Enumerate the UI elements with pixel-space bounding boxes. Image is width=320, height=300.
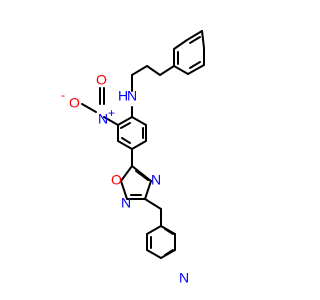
nitro-oxygen-left-charge: - bbox=[61, 88, 65, 102]
bond bbox=[173, 39, 188, 50]
amine-hydrogen-label: H bbox=[118, 88, 128, 104]
nitro-oxygen-bottom-label: O bbox=[96, 72, 107, 88]
pyridine-nitrogen-label: N bbox=[179, 270, 189, 286]
nitro-nitrogen-charge: + bbox=[108, 106, 115, 120]
oxadiazole-nitrogen-left-label: N bbox=[121, 195, 131, 211]
bond bbox=[146, 225, 162, 235]
bond bbox=[120, 180, 128, 200]
bond bbox=[121, 137, 131, 144]
nitro-nitrogen-label: N bbox=[98, 111, 108, 127]
molecule-canvas: H N N + O - O O N N N bbox=[61, 30, 205, 286]
bond bbox=[120, 122, 131, 129]
bond bbox=[117, 116, 133, 126]
bond bbox=[201, 30, 205, 49]
bond bbox=[131, 116, 147, 126]
bond bbox=[131, 140, 147, 150]
bond bbox=[120, 165, 133, 182]
bond bbox=[164, 249, 174, 256]
bond bbox=[186, 30, 203, 41]
amine-nitrogen-label: N bbox=[127, 88, 137, 104]
bond bbox=[144, 180, 152, 200]
atom-label-layer: H N N + O - O O N N N bbox=[61, 72, 189, 286]
bond bbox=[173, 65, 189, 75]
chemical-structure-diagram: H N N + O - O O N N N bbox=[61, 30, 205, 286]
bond bbox=[144, 198, 162, 210]
bond bbox=[103, 116, 119, 126]
bond bbox=[117, 140, 133, 150]
bond bbox=[135, 170, 149, 181]
bond bbox=[131, 65, 148, 76]
nitro-oxygen-left-label: O bbox=[69, 95, 80, 111]
bond bbox=[189, 36, 201, 44]
bond bbox=[189, 61, 201, 69]
bond bbox=[187, 64, 205, 75]
bond-layer bbox=[81, 30, 205, 259]
bond bbox=[131, 165, 152, 182]
bond bbox=[146, 249, 162, 259]
bond bbox=[81, 103, 97, 113]
bond bbox=[146, 65, 161, 76]
bond bbox=[159, 65, 175, 76]
bond bbox=[164, 228, 174, 235]
oxadiazole-oxygen-label: O bbox=[111, 172, 122, 188]
oxadiazole-nitrogen-right-label: N bbox=[151, 172, 161, 188]
